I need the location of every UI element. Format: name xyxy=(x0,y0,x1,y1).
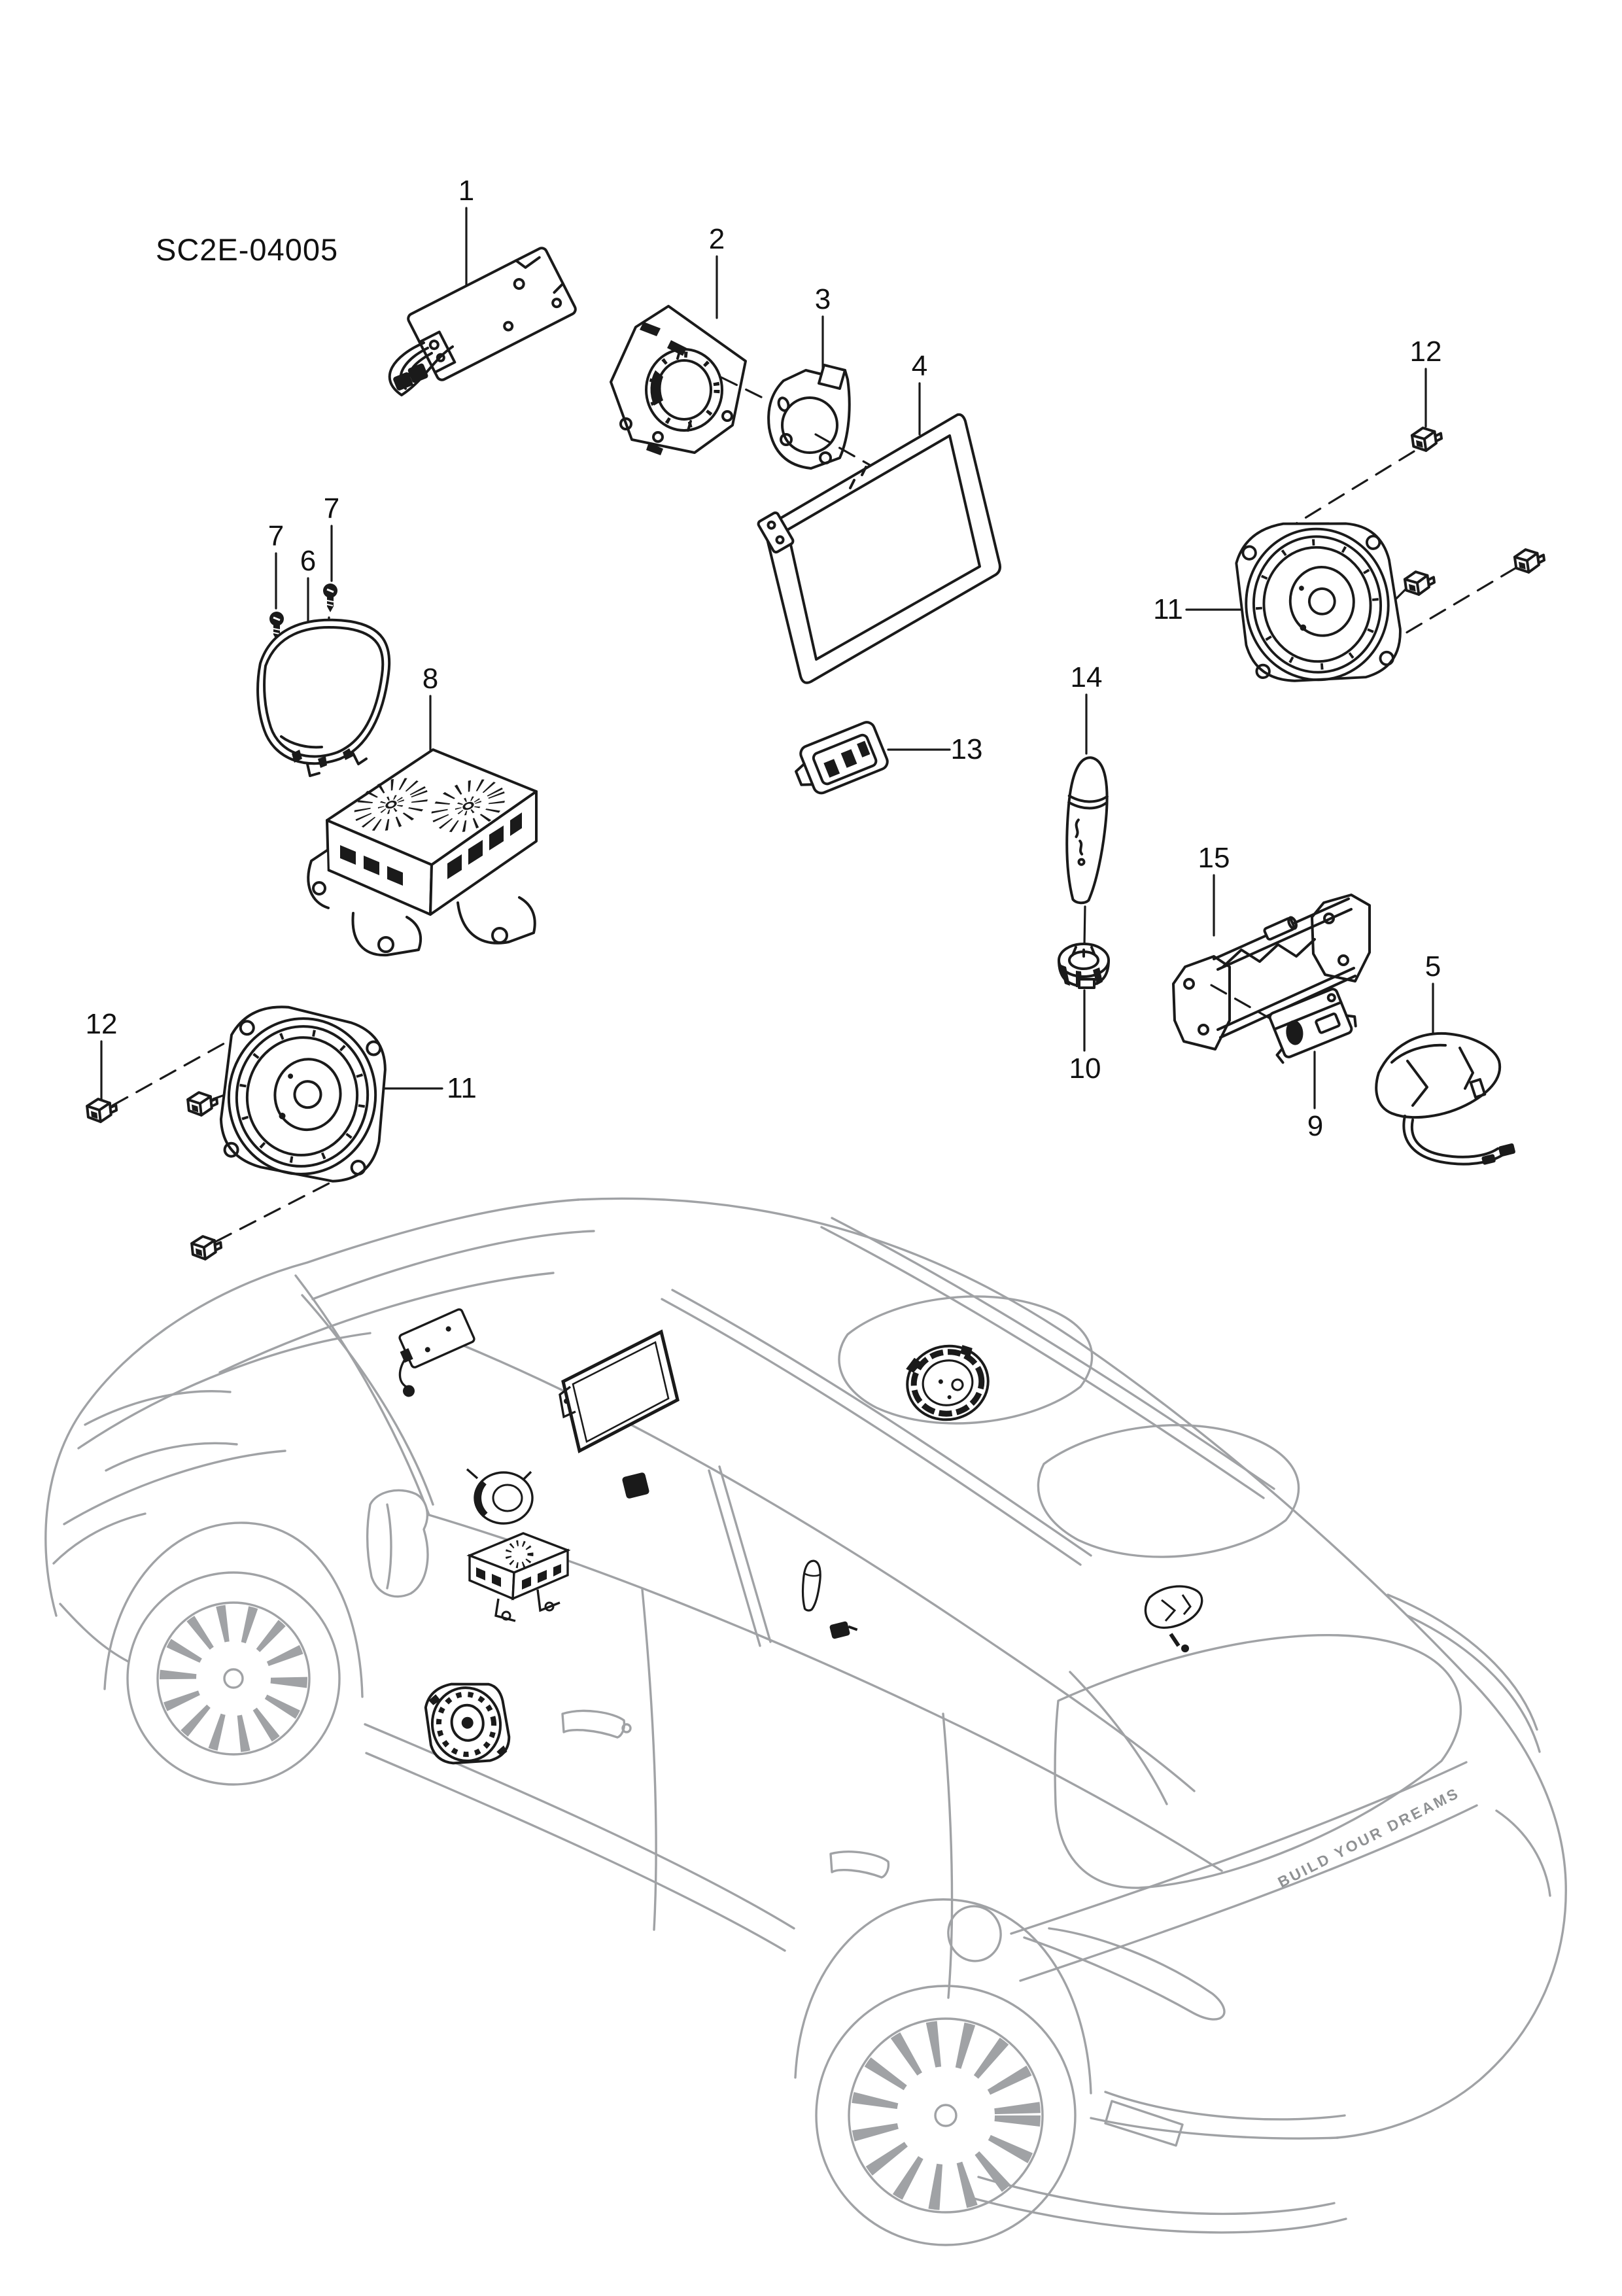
part-6-trim-cover: 6 xyxy=(256,545,391,777)
car-antenna-clip xyxy=(829,1621,858,1639)
part-2-tweeter-bracket: 2 xyxy=(610,223,767,455)
callout-5-label: 5 xyxy=(1425,950,1441,983)
speaker-icon xyxy=(213,1000,396,1187)
car-tweeter xyxy=(466,1468,534,1525)
byd-badge-text: BUILD YOUR DREAMS xyxy=(1275,1784,1462,1890)
part-8-amplifier: 8 xyxy=(307,663,538,957)
part-11-speaker-right: 11 xyxy=(1153,513,1405,689)
part-11-speaker-left: 11 xyxy=(213,1000,477,1187)
part-15-bracket: 15 xyxy=(1172,842,1371,1051)
callout-14-label: 14 xyxy=(1071,661,1103,693)
part-4-display-screen: 4 xyxy=(757,350,1001,684)
callout-3-label: 3 xyxy=(815,283,831,315)
car-door-speaker xyxy=(424,1682,511,1765)
callout-8-label: 8 xyxy=(423,663,438,695)
callout-1-label: 1 xyxy=(458,175,474,207)
part-5-shark-fin-antenna: 5 xyxy=(1375,950,1515,1166)
car-display xyxy=(559,1329,680,1453)
car-roof-antenna-mast xyxy=(802,1559,821,1612)
car-amplifier xyxy=(466,1532,571,1622)
car-installed-parts xyxy=(398,1308,1203,1765)
callout-11b-label: 11 xyxy=(447,1072,477,1104)
part-10-antenna-base: 10 xyxy=(1058,943,1110,1085)
part-9-module: 9 xyxy=(1268,988,1357,1142)
clip-icon xyxy=(190,1233,224,1262)
callout-12b-label: 12 xyxy=(86,1008,118,1040)
car-connector-clip xyxy=(622,1472,649,1499)
car-shark-fin xyxy=(1144,1585,1203,1652)
callout-15-label: 15 xyxy=(1198,842,1230,874)
clip-icon xyxy=(1409,424,1445,454)
car-sketch: BUILD YOUR DREAMS xyxy=(44,1197,1567,2246)
car-rear-speaker xyxy=(906,1344,990,1421)
callout-11-label: 11 xyxy=(1153,593,1183,625)
clip-icon xyxy=(85,1096,119,1124)
callout-7-label: 7 xyxy=(324,493,339,525)
part-14-antenna-mast: 14 xyxy=(1065,661,1109,946)
callout-2-label: 2 xyxy=(709,223,725,255)
part-13-connector: 13 xyxy=(795,721,983,795)
callout-9-label: 9 xyxy=(1307,1110,1323,1142)
screw-icon xyxy=(322,582,339,614)
callout-12-label: 12 xyxy=(1410,336,1442,368)
car-antenna-module xyxy=(398,1308,475,1397)
part-1-antenna-module: 1 xyxy=(388,175,577,396)
part-3-speaker-bracket: 3 xyxy=(767,283,872,470)
clip-icon xyxy=(1512,546,1547,576)
clip-icon xyxy=(1402,568,1438,598)
speaker-icon xyxy=(1233,513,1405,689)
callout-10-label: 10 xyxy=(1069,1052,1101,1085)
clip-icon xyxy=(186,1089,220,1118)
callout-6-label: 6 xyxy=(300,545,316,577)
diagram-code: SC2E-04005 xyxy=(156,232,338,267)
callout-7b-label: 7 xyxy=(268,520,284,552)
callout-4-label: 4 xyxy=(912,350,927,382)
callout-13-label: 13 xyxy=(951,733,983,765)
